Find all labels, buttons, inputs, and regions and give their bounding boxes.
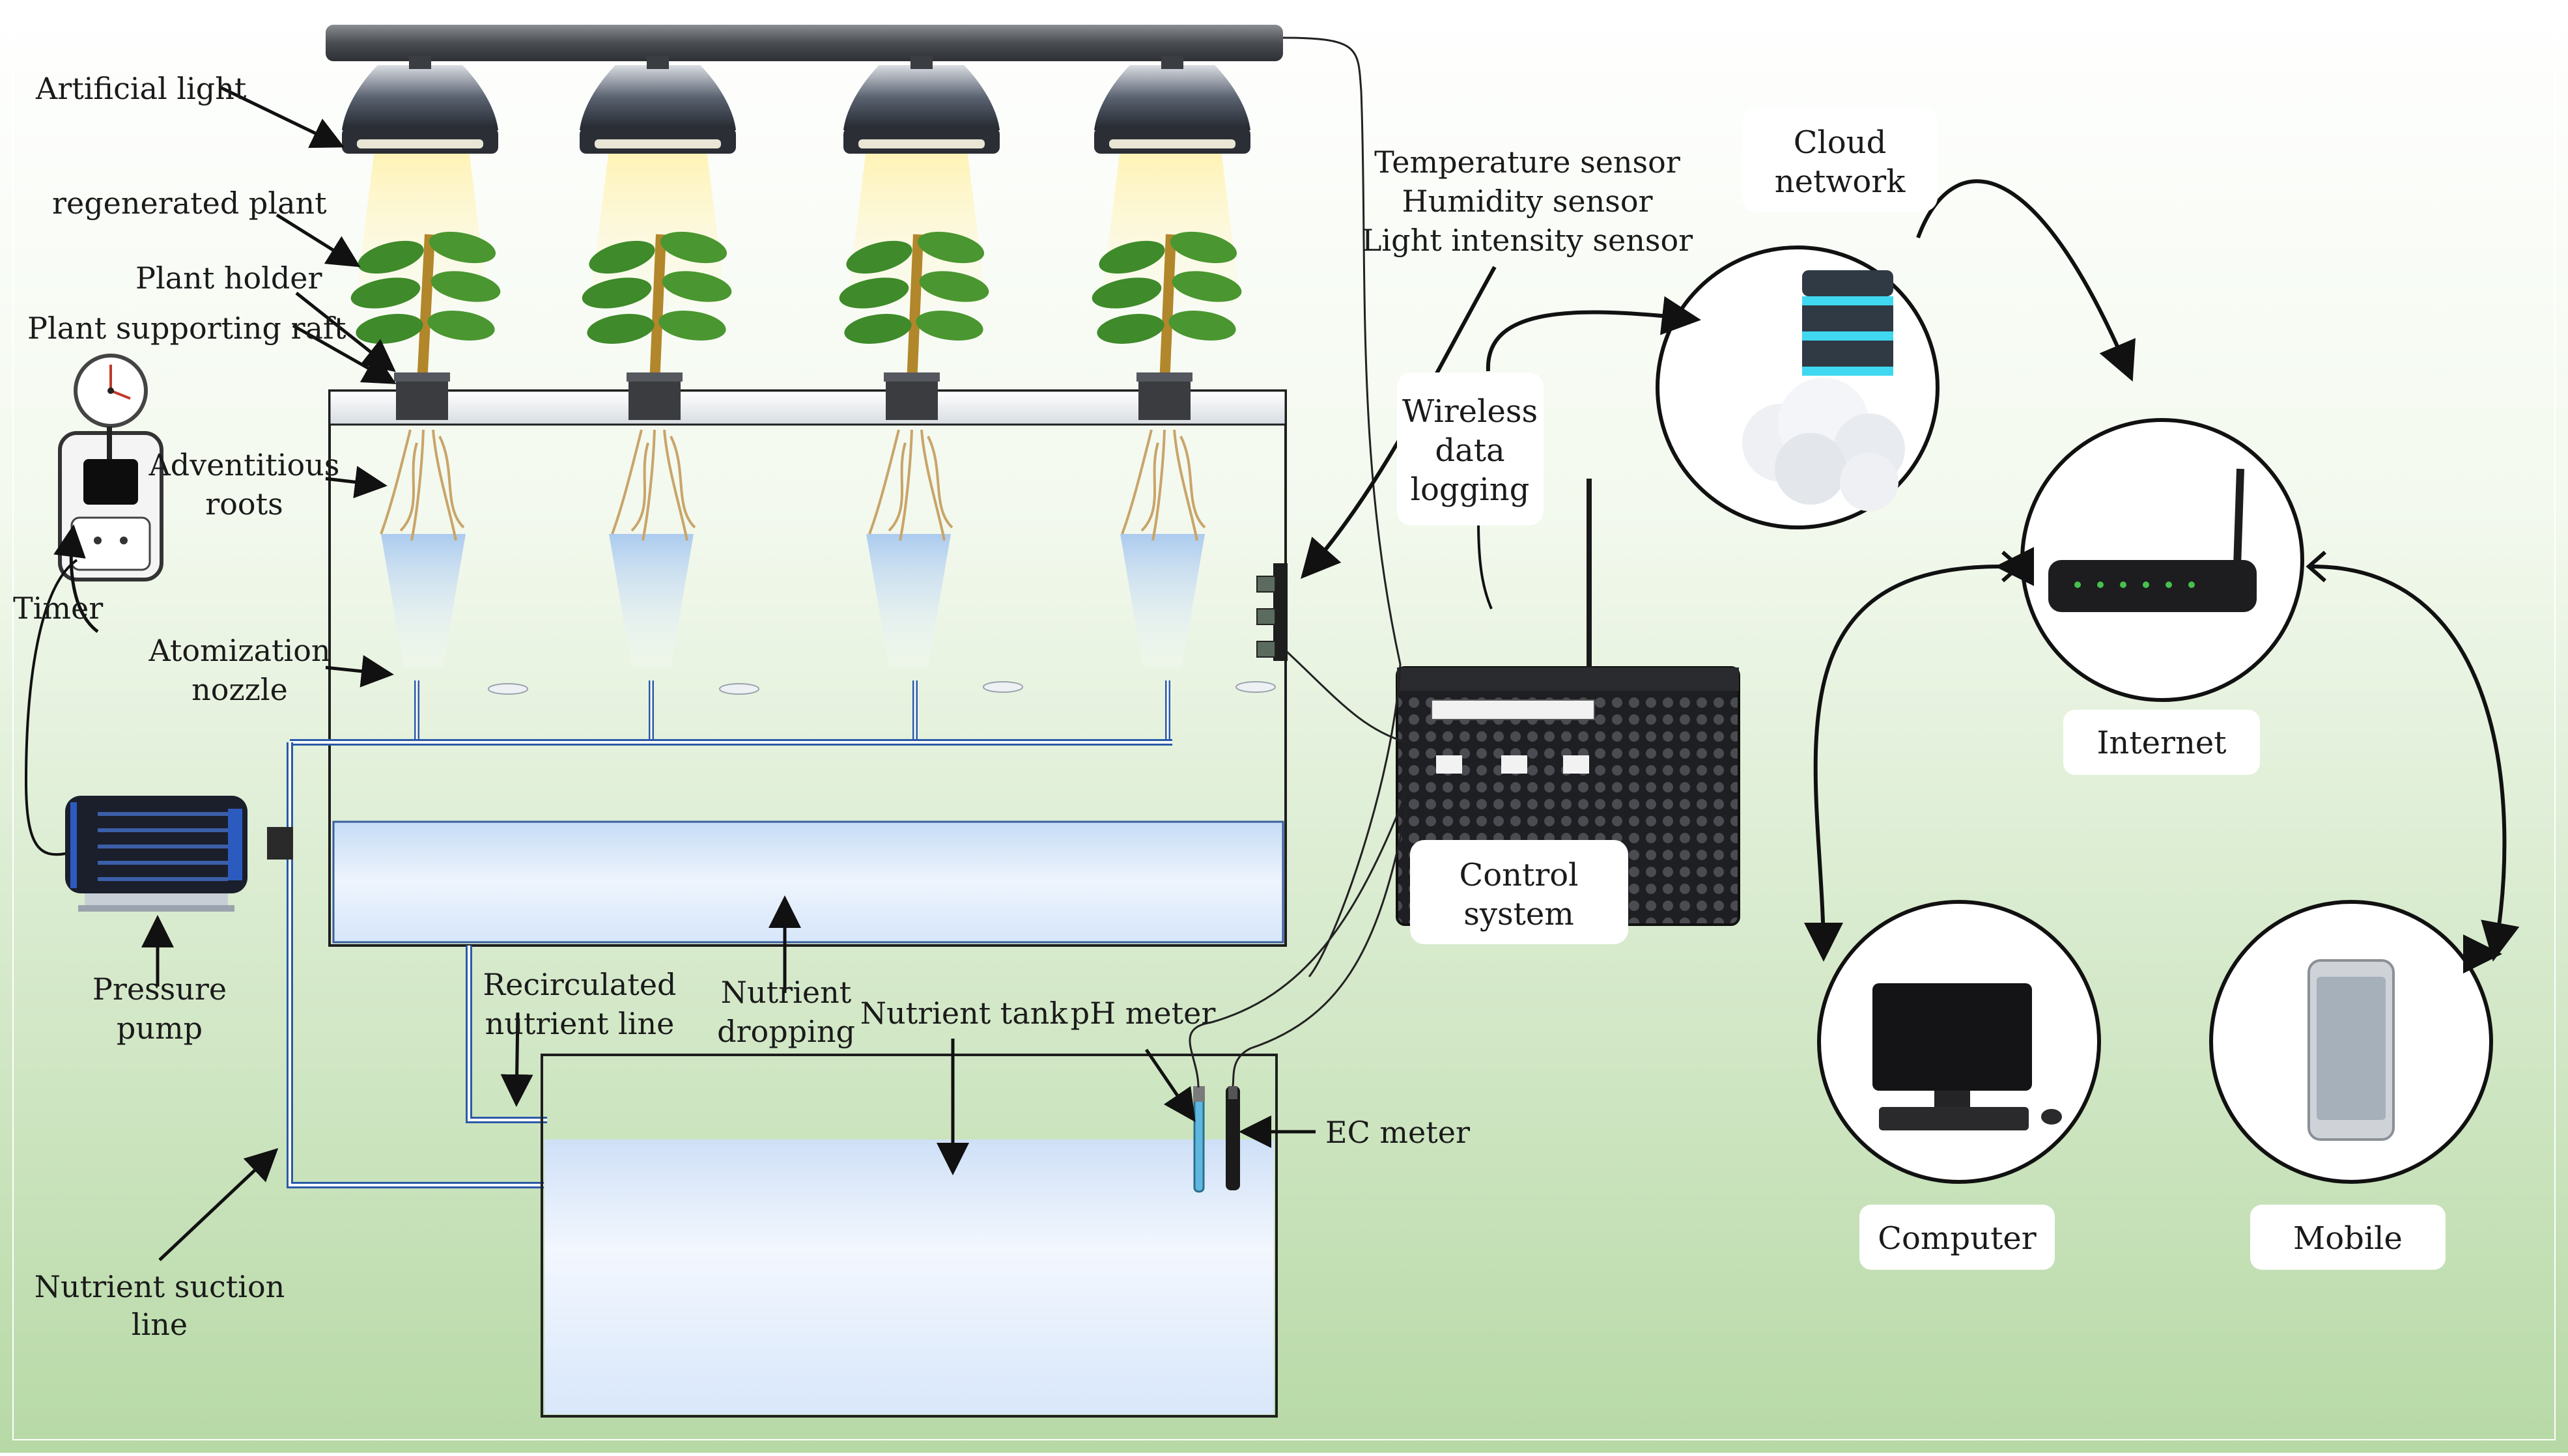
computer-box: Computer — [1859, 1205, 2055, 1270]
label-adventitious-roots-line2: roots — [205, 486, 283, 522]
label-nutrient-dropping-line2: dropping — [717, 1014, 855, 1049]
wireless-data-logging-box: Wireless data logging — [1397, 372, 1544, 525]
ec-meter-probe — [1226, 1086, 1240, 1190]
timer-cable — [24, 559, 78, 856]
label-regenerated-plant: regenerated plant — [52, 186, 327, 221]
label-light-intensity-sensor: Light intensity sensor — [1362, 223, 1693, 258]
sensor-wire — [1285, 650, 1407, 744]
light-rail — [326, 25, 1283, 61]
plant-supporting-raft — [328, 389, 1287, 426]
label-pressure-pump-line1: Pressure — [92, 972, 227, 1007]
label-plant-supporting-raft: Plant supporting raft — [27, 311, 346, 346]
nutrient-catch-tray — [332, 820, 1284, 944]
label-control: Control — [1459, 857, 1578, 893]
sensor-labels: Temperature sensor Humidity sensor Light… — [1362, 145, 1693, 258]
label-ph-meter: pH meter — [1071, 996, 1216, 1031]
label-nutrient-suction-line1: Nutrient suction — [35, 1269, 285, 1304]
spray-discs — [488, 681, 1276, 695]
label-ec-meter: EC meter — [1325, 1115, 1470, 1150]
timer-device — [58, 354, 163, 581]
label-cloud: Cloud — [1794, 124, 1887, 161]
nutrient-tank — [541, 1054, 1278, 1418]
label-pressure-pump-line2: pump — [117, 1011, 203, 1046]
label-nutrient-suction-line2: line — [132, 1307, 188, 1342]
label-nutrient-dropping-line1: Nutrient — [721, 975, 852, 1010]
label-data: data — [1435, 432, 1504, 469]
internet-router-node — [2020, 418, 2304, 702]
ph-meter-cable — [1189, 791, 1408, 1088]
regenerated-plant — [1092, 231, 1242, 667]
label-humidity-sensor: Humidity sensor — [1402, 184, 1652, 219]
ec-meter-cable — [1232, 807, 1408, 1087]
center-labels: Recirculated nutrient line Nutrient drop… — [483, 967, 1469, 1150]
label-plant-holder: Plant holder — [135, 260, 322, 296]
nutrient-solution — [544, 1140, 1274, 1414]
sensor-cable — [1282, 36, 1402, 977]
lamp — [843, 56, 1000, 306]
label-timer: Timer — [13, 591, 103, 626]
network-arrows — [1486, 179, 2520, 962]
label-temperature-sensor: Temperature sensor — [1374, 145, 1680, 180]
label-computer: Computer — [1878, 1220, 2036, 1257]
regenerated-plant — [839, 231, 989, 667]
nozzle-pipe-system — [287, 680, 1172, 1188]
cloud-network-box: Cloud network — [1742, 107, 1938, 212]
network-arrow-heads — [2001, 550, 2326, 583]
mobile-box: Mobile — [2250, 1205, 2446, 1270]
callout-arrows — [53, 86, 1316, 1261]
label-logging: logging — [1411, 471, 1530, 508]
internet-box: Internet — [2063, 710, 2260, 775]
plants — [350, 231, 1242, 667]
sensor-unit — [1256, 563, 1288, 661]
label-recirculated-line2: nutrient line — [485, 1006, 675, 1041]
left-labels: Artificial light regenerated plant Plant… — [13, 71, 346, 1342]
computer-node — [1817, 900, 2101, 1184]
label-atomization-nozzle-line1: Atomization — [148, 633, 330, 668]
regenerated-plant — [582, 231, 732, 667]
label-internet: Internet — [2096, 725, 2226, 761]
label-recirculated-line1: Recirculated — [483, 967, 676, 1002]
cloud-network-node — [1656, 245, 1940, 529]
wireless-link — [1477, 520, 1493, 609]
label-mobile: Mobile — [2293, 1220, 2403, 1257]
ph-meter-probe — [1193, 1086, 1205, 1193]
control-system-box: Control system — [1410, 840, 1628, 944]
label-atomization-nozzle-line2: nozzle — [191, 672, 288, 707]
pressure-pump — [65, 796, 293, 912]
mobile-node — [2209, 900, 2493, 1184]
regenerated-plant — [350, 231, 501, 667]
label-network: network — [1775, 163, 1906, 200]
frame — [12, 12, 2556, 1440]
label-nutrient-tank: Nutrient tank — [860, 996, 1069, 1031]
label-artificial-light: Artificial light — [35, 71, 247, 106]
label-wireless: Wireless — [1402, 393, 1538, 430]
label-system: system — [1463, 896, 1574, 932]
label-adventitious-roots-line1: Adventitious — [148, 447, 340, 483]
